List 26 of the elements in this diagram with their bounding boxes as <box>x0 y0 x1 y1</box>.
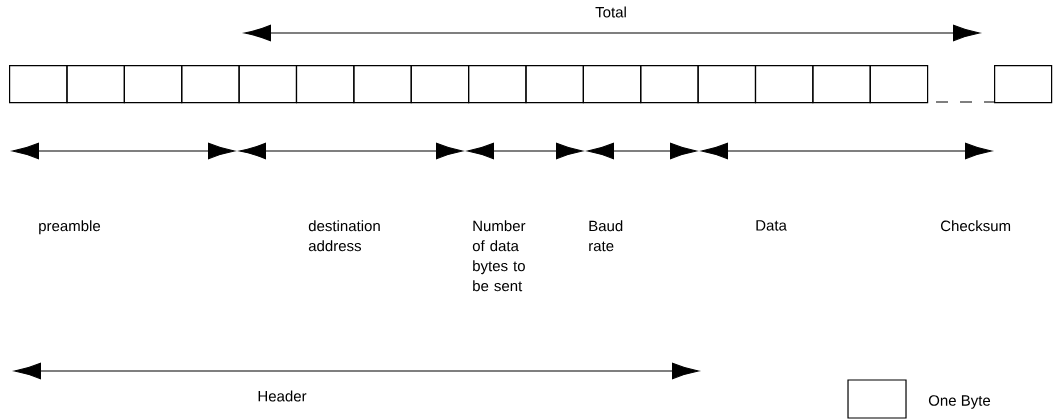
byte-box <box>754 65 814 104</box>
field-label: Header <box>258 390 307 402</box>
field-label: Number of data bytes to be sent <box>472 220 526 292</box>
byte-box <box>525 65 584 104</box>
byte-box <box>238 65 298 104</box>
byte-box <box>9 65 68 104</box>
byte-box <box>468 65 527 104</box>
byte-box <box>66 65 125 104</box>
field-label: Checksum <box>941 220 1011 232</box>
byte-box <box>410 65 470 104</box>
byte-box <box>812 65 871 104</box>
byte-box <box>640 65 699 104</box>
byte-box <box>697 65 757 104</box>
byte-box <box>181 65 240 104</box>
field-label: Baud rate <box>589 220 623 252</box>
byte-box <box>123 65 183 104</box>
legend-label: One Byte <box>928 395 991 409</box>
byte-box <box>869 65 929 104</box>
byte-box <box>582 65 642 104</box>
byte-box <box>295 65 355 104</box>
byte-box <box>994 65 1053 104</box>
byte-box <box>353 65 412 104</box>
field-label: preamble <box>39 220 101 235</box>
field-label: Total <box>595 6 626 18</box>
field-label: destination address <box>308 220 380 252</box>
field-label: Data <box>756 220 787 231</box>
